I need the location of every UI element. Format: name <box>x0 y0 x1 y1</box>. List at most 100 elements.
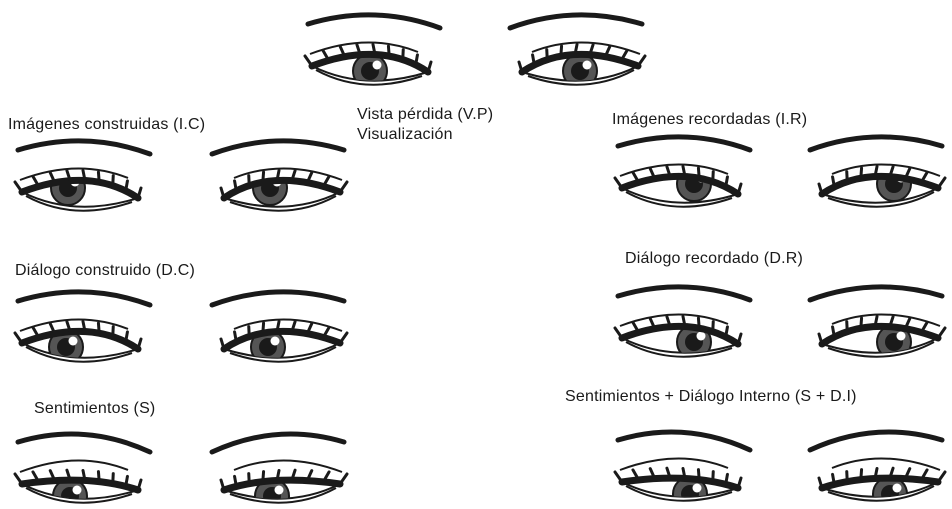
eyelash <box>340 474 347 484</box>
eyelash <box>547 50 548 60</box>
eyelash <box>938 178 945 188</box>
eyelash <box>235 332 237 342</box>
eyelash <box>698 168 699 178</box>
eye-pair-vista-perdida-left <box>305 15 440 88</box>
eyelash <box>683 317 685 327</box>
highlight <box>693 484 702 493</box>
eyelash <box>861 318 862 328</box>
eyelash <box>726 177 728 187</box>
eyebrow <box>618 432 750 450</box>
eyelash <box>833 177 835 187</box>
eyelash <box>126 476 128 486</box>
highlight <box>893 484 902 493</box>
eyelash <box>15 333 22 343</box>
eye-pair-dialogo-recordado-right <box>810 287 945 359</box>
eyelash <box>615 178 622 188</box>
eyelash <box>340 182 347 192</box>
eyelash <box>83 171 85 181</box>
eyebrow <box>810 287 942 300</box>
eye-pair-dialogo-construido-right <box>212 292 347 364</box>
eyelash <box>249 176 250 186</box>
eyelid-crease <box>620 458 728 470</box>
eye-pair-dialogo-construido-left <box>15 292 150 364</box>
eye-pair-dialogo-recordado <box>615 287 945 359</box>
eyelid-crease <box>832 458 940 470</box>
eyelash <box>126 181 128 191</box>
eye-pair-vista-perdida-right <box>510 15 645 88</box>
eyelash <box>726 327 728 337</box>
eyelash <box>533 55 535 65</box>
eyelash <box>638 56 645 66</box>
eyelash <box>15 182 22 192</box>
highlight <box>271 337 280 346</box>
highlight <box>583 61 592 70</box>
eyelash <box>98 323 99 333</box>
eyelash <box>938 328 945 338</box>
eyelash <box>277 322 279 332</box>
eyebrow <box>212 434 344 452</box>
eyelash <box>875 469 877 479</box>
eyelash <box>847 172 848 182</box>
eye-pair-imagenes-construidas-right <box>212 141 347 211</box>
eyelash <box>726 474 728 484</box>
eye-pair-imagenes-construidas-left <box>15 141 150 211</box>
eyelash <box>305 56 312 66</box>
eye-pair-sentimientos <box>15 434 347 509</box>
eyelash <box>833 327 835 337</box>
eye-pair-sentimientos-dialogo-interno-left <box>615 432 750 509</box>
highlight <box>697 332 706 341</box>
eyelash <box>263 172 264 182</box>
eyebrow <box>810 137 942 150</box>
highlight <box>73 486 82 495</box>
eyelash <box>861 168 862 178</box>
eyelash <box>683 469 685 479</box>
highlight <box>275 486 284 495</box>
eyelash <box>113 176 114 186</box>
eye-pair-dialogo-recordado-left <box>615 287 750 359</box>
eye-pair-sentimientos-dialogo-interno-right <box>810 432 945 509</box>
highlight <box>69 337 78 346</box>
eyebrow <box>212 141 344 154</box>
eyelash <box>713 322 714 332</box>
eyelash <box>713 172 714 182</box>
eyelash <box>263 472 264 482</box>
eyelash <box>235 476 237 486</box>
eyebrow <box>510 15 642 28</box>
eyebrow <box>212 292 344 305</box>
eyelash <box>615 472 622 482</box>
eyelash <box>263 323 264 333</box>
eyelid-crease <box>234 460 342 472</box>
eye-pair-imagenes-construidas <box>15 141 347 211</box>
eyelash <box>113 327 114 337</box>
eyelash <box>847 472 848 482</box>
eyelash <box>340 333 347 343</box>
eyelash <box>249 327 250 337</box>
eye-pair-vista-perdida <box>305 15 645 88</box>
eyebrow <box>308 15 440 28</box>
eyebrow <box>18 292 150 305</box>
eyelash <box>98 172 99 182</box>
eyelash <box>847 322 848 332</box>
eyelash <box>861 470 862 480</box>
eyelash <box>249 474 250 484</box>
eyelash <box>575 45 577 55</box>
eyelash <box>15 474 22 484</box>
eye-pair-sentimientos-left <box>15 434 150 509</box>
eyebrow <box>618 287 750 300</box>
eyelash <box>83 471 85 481</box>
eyebrow <box>618 137 750 150</box>
eyelash <box>698 470 699 480</box>
eyelash <box>373 45 375 55</box>
eyelash <box>875 317 877 327</box>
eyelash <box>561 46 562 56</box>
eyelash <box>833 474 835 484</box>
eye-pair-imagenes-recordadas <box>615 137 945 207</box>
eyelash <box>416 55 418 65</box>
eyelash <box>277 171 279 181</box>
eyelash <box>113 474 114 484</box>
eyebrow <box>810 432 942 450</box>
eyelash <box>403 50 404 60</box>
eyelid-crease <box>20 460 128 472</box>
highlight <box>897 332 906 341</box>
